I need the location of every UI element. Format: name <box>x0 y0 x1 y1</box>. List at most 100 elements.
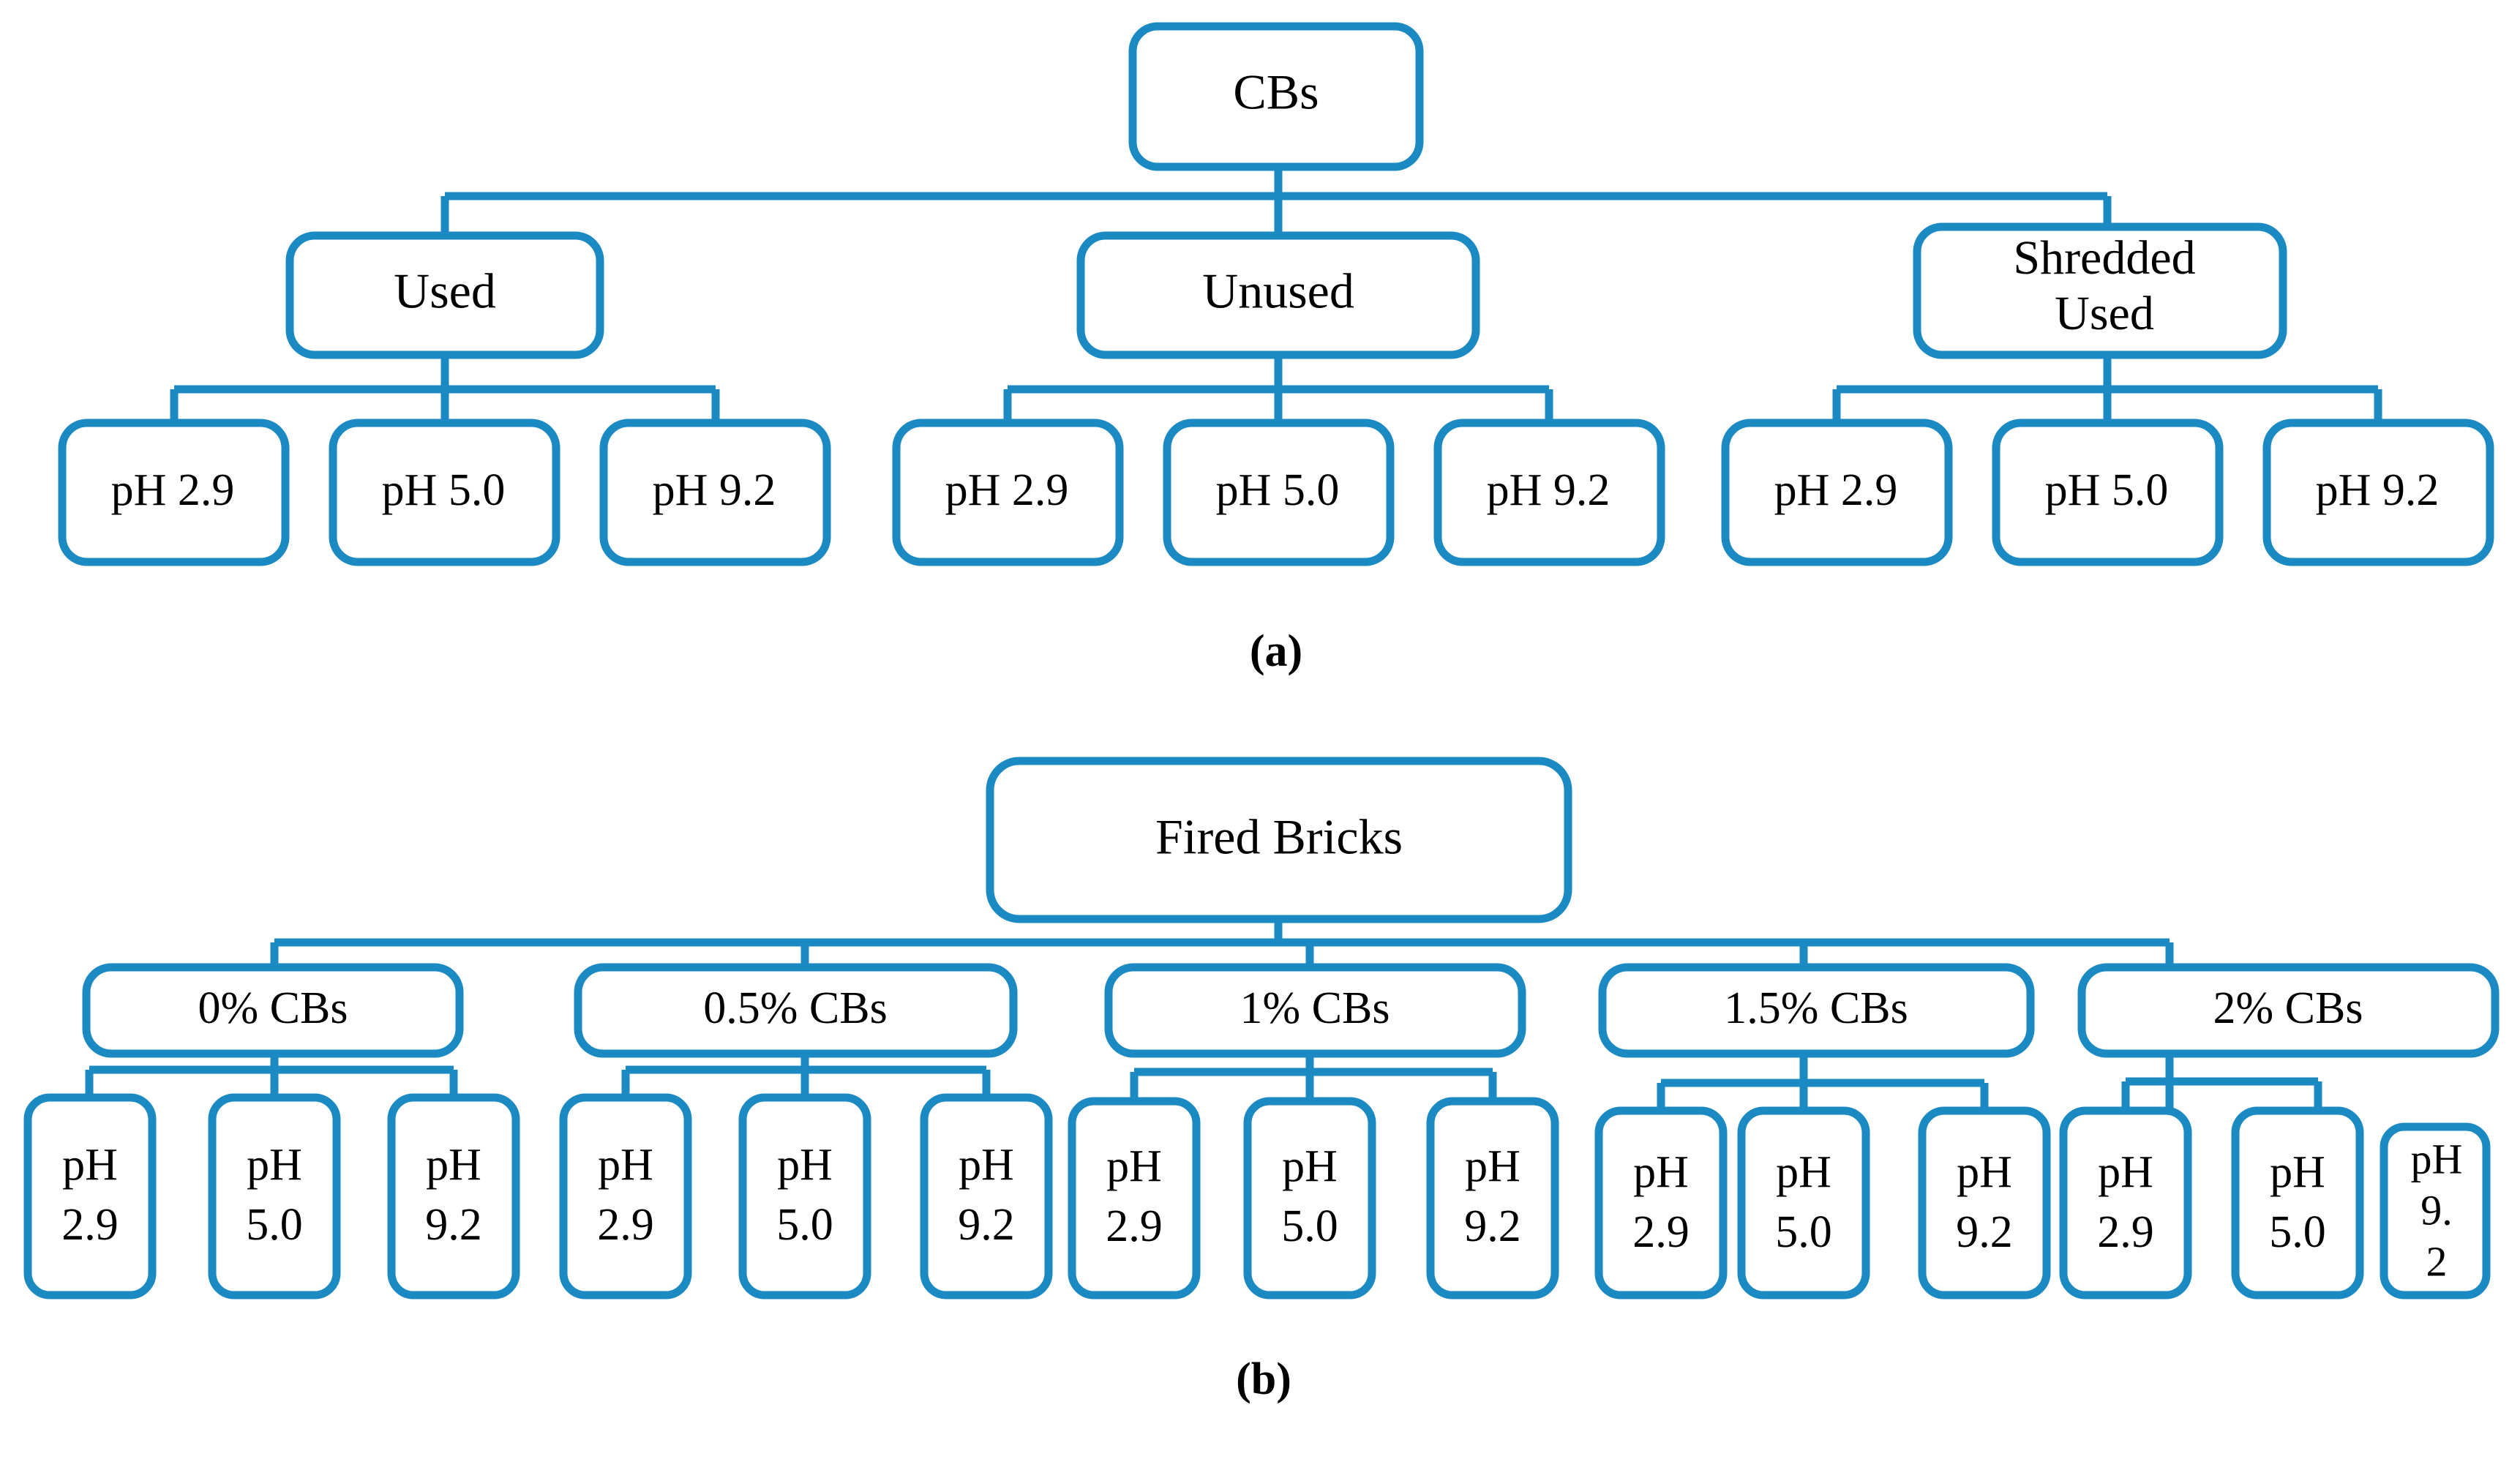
leaf-used-ph92-box[interactable] <box>599 419 831 566</box>
leaf-shredded-ph50-box[interactable] <box>1992 419 2224 566</box>
node-2pct-cbs-box[interactable] <box>2077 963 2500 1058</box>
leaf-0pct-ph50[interactable]: pH 5.0 <box>208 1093 341 1299</box>
node-0pct-cbs-box[interactable] <box>82 963 464 1058</box>
leaf-shredded-ph50[interactable]: pH 5.0 <box>1992 419 2224 566</box>
leaf-05pct-ph29-line2: 2.9 <box>597 1200 654 1250</box>
leaf-15pct-ph29[interactable]: pH 2.9 <box>1594 1106 1728 1299</box>
node-cbs[interactable]: CBs <box>1128 22 1424 171</box>
leaf-2pct-ph50[interactable]: pH 5.0 <box>2231 1106 2364 1299</box>
leaf-unused-ph50-box[interactable] <box>1163 419 1395 566</box>
leaf-shredded-ph92-box[interactable] <box>2262 419 2494 566</box>
leaf-unused-ph29-box[interactable] <box>892 419 1124 566</box>
leaf-used-ph50-box[interactable] <box>329 419 560 566</box>
leaf-used-ph92[interactable]: pH 9.2 <box>599 419 831 566</box>
node-15pct-cbs[interactable]: 1.5% CBs <box>1598 963 2035 1058</box>
leaf-shredded-ph50-label: pH 5.0 <box>2045 465 2169 515</box>
leaf-unused-ph92-box[interactable] <box>1433 419 1665 566</box>
node-2pct-cbs[interactable]: 2% CBs <box>2077 963 2500 1058</box>
node-fired-bricks[interactable]: Fired Bricks <box>986 757 1572 923</box>
leaf-1pct-ph29-box[interactable] <box>1068 1097 1201 1299</box>
node-unused[interactable]: Unused <box>1076 231 1480 359</box>
panel-b-caption: (b) <box>1236 1354 1291 1404</box>
leaf-0pct-ph50-line1: pH <box>247 1140 302 1190</box>
node-shredded-used-label-line2: Used <box>2055 287 2154 340</box>
leaf-2pct-ph92-box[interactable] <box>2380 1122 2491 1299</box>
leaf-05pct-ph92[interactable]: pH 9.2 <box>920 1093 1053 1299</box>
node-fired-bricks-label: Fired Bricks <box>1155 809 1403 865</box>
leaf-unused-ph92[interactable]: pH 9.2 <box>1433 419 1665 566</box>
leaf-used-ph29[interactable]: pH 2.9 <box>58 419 290 566</box>
leaf-used-ph29-box[interactable] <box>58 419 290 566</box>
leaf-15pct-ph50[interactable]: pH 5.0 <box>1737 1106 1870 1299</box>
leaf-1pct-ph50[interactable]: pH 5.0 <box>1243 1097 1376 1299</box>
leaf-used-ph50[interactable]: pH 5.0 <box>329 419 560 566</box>
leaf-05pct-ph92-line2: 9.2 <box>958 1200 1015 1250</box>
leaf-0pct-ph29-box[interactable] <box>23 1093 157 1299</box>
leaf-used-ph92-label: pH 9.2 <box>653 465 776 515</box>
leaf-0pct-ph92-box[interactable] <box>387 1093 520 1299</box>
leaf-15pct-ph92-line1: pH <box>1957 1147 2012 1197</box>
leaf-2pct-ph29-line2: 2.9 <box>2097 1207 2154 1257</box>
leaf-05pct-ph29[interactable]: pH 2.9 <box>559 1093 692 1299</box>
node-shredded-used-box[interactable] <box>1913 222 2287 359</box>
leaf-15pct-ph29-box[interactable] <box>1594 1106 1728 1299</box>
node-05pct-cbs[interactable]: 0.5% CBs <box>574 963 1018 1058</box>
leaf-0pct-ph92-line1: pH <box>426 1140 481 1190</box>
panel-a: CBs Used Unused Shredded Used pH 2.9 <box>58 22 2494 676</box>
leaf-1pct-ph92[interactable]: pH 9.2 <box>1426 1097 1559 1299</box>
node-used[interactable]: Used <box>285 231 604 359</box>
leaf-2pct-ph50-box[interactable] <box>2231 1106 2364 1299</box>
node-shredded-used[interactable]: Shredded Used <box>1913 222 2287 359</box>
leaf-unused-ph50-label: pH 5.0 <box>1216 465 1340 515</box>
leaf-15pct-ph92[interactable]: pH 9.2 <box>1918 1106 2051 1299</box>
node-0pct-cbs[interactable]: 0% CBs <box>82 963 464 1058</box>
leaf-2pct-ph29-box[interactable] <box>2059 1106 2192 1299</box>
leaf-0pct-ph29[interactable]: pH 2.9 <box>23 1093 157 1299</box>
leaf-05pct-ph50[interactable]: pH 5.0 <box>738 1093 871 1299</box>
leaf-used-ph29-label: pH 2.9 <box>111 465 235 515</box>
leaf-05pct-ph50-box[interactable] <box>738 1093 871 1299</box>
leaf-shredded-ph92[interactable]: pH 9.2 <box>2262 419 2494 566</box>
node-05pct-cbs-box[interactable] <box>574 963 1018 1058</box>
panel-b: Fired Bricks 0% CBs 0.5% CBs 1% CBs 1.5%… <box>23 757 2500 1404</box>
leaf-unused-ph50[interactable]: pH 5.0 <box>1163 419 1395 566</box>
node-unused-box[interactable] <box>1076 231 1480 359</box>
leaf-1pct-ph29-line2: 2.9 <box>1106 1201 1163 1251</box>
leaf-0pct-ph92-line2: 9.2 <box>425 1200 482 1250</box>
leaf-shredded-ph29[interactable]: pH 2.9 <box>1721 419 1953 566</box>
leaf-2pct-ph92-line1: pH <box>2411 1135 2463 1182</box>
leaf-1pct-ph92-box[interactable] <box>1426 1097 1559 1299</box>
leaf-unused-ph29-label: pH 2.9 <box>945 465 1069 515</box>
node-cbs-box[interactable] <box>1128 22 1424 171</box>
leaf-15pct-ph50-box[interactable] <box>1737 1106 1870 1299</box>
leaf-1pct-ph92-line1: pH <box>1465 1141 1520 1191</box>
leaf-05pct-ph92-box[interactable] <box>920 1093 1053 1299</box>
panel-b-connectors-05pct <box>621 1054 991 1098</box>
leaf-1pct-ph50-box[interactable] <box>1243 1097 1376 1299</box>
leaf-0pct-ph92[interactable]: pH 9.2 <box>387 1093 520 1299</box>
leaf-05pct-ph29-line1: pH <box>598 1140 653 1190</box>
node-fired-bricks-box[interactable] <box>986 757 1572 923</box>
leaf-shredded-ph29-box[interactable] <box>1721 419 1953 566</box>
leaf-2pct-ph29[interactable]: pH 2.9 <box>2059 1106 2192 1299</box>
panel-a-connectors-unused <box>1003 355 1553 423</box>
leaf-2pct-ph92[interactable]: pH 9. 2 <box>2380 1122 2491 1299</box>
leaf-2pct-ph50-line1: pH <box>2270 1147 2325 1197</box>
node-cbs-label: CBs <box>1233 64 1319 120</box>
node-1pct-cbs[interactable]: 1% CBs <box>1104 963 1526 1058</box>
leaf-1pct-ph92-line2: 9.2 <box>1464 1201 1521 1251</box>
node-15pct-cbs-box[interactable] <box>1598 963 2035 1058</box>
node-used-box[interactable] <box>285 231 604 359</box>
panel-b-connectors-0pct <box>85 1054 458 1098</box>
leaf-unused-ph29[interactable]: pH 2.9 <box>892 419 1124 566</box>
leaf-1pct-ph29[interactable]: pH 2.9 <box>1068 1097 1201 1299</box>
leaf-15pct-ph92-box[interactable] <box>1918 1106 2051 1299</box>
leaf-2pct-ph29-line1: pH <box>2098 1147 2153 1197</box>
node-05pct-cbs-label: 0.5% CBs <box>703 983 887 1033</box>
leaf-05pct-ph29-box[interactable] <box>559 1093 692 1299</box>
panel-a-connectors-shredded <box>1832 355 2382 423</box>
leaf-0pct-ph50-box[interactable] <box>208 1093 341 1299</box>
node-1pct-cbs-box[interactable] <box>1104 963 1526 1058</box>
